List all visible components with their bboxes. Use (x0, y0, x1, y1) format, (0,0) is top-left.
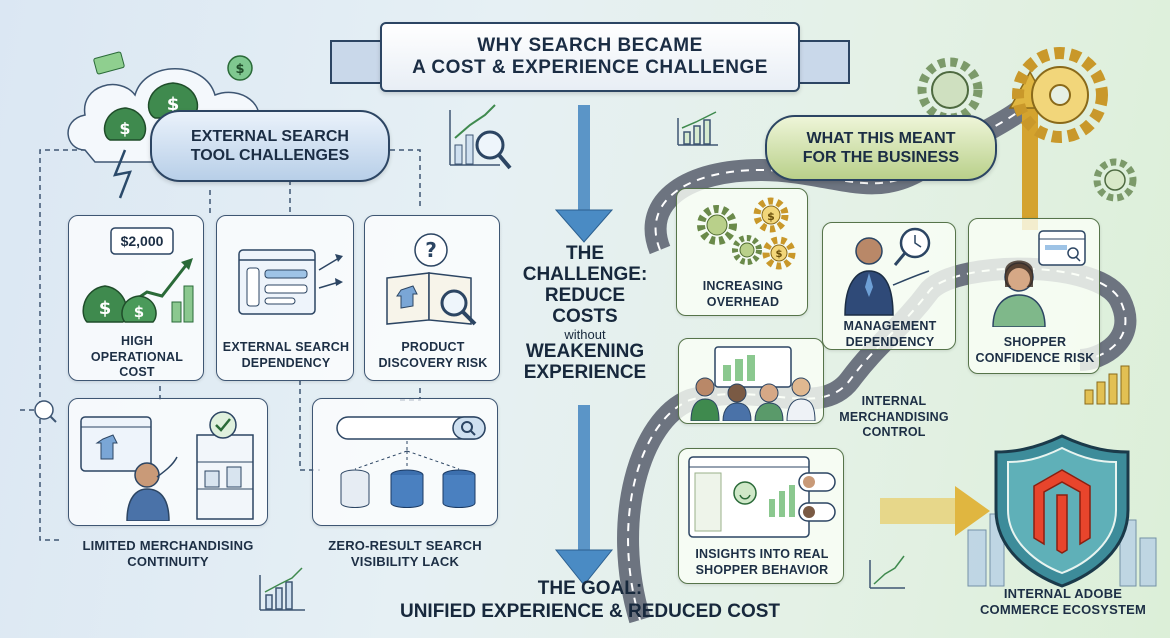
cost-chart-icon: $ $ (82, 227, 194, 323)
gear-icon (1012, 47, 1108, 143)
chart-icon (259, 567, 305, 611)
worried-shopper-illustration (992, 230, 1086, 327)
section-header-line-2: TOOL CHALLENGES (190, 147, 350, 164)
team-meeting-illustration (690, 346, 816, 421)
title-line-1: WHY SEARCH BECAME (477, 35, 703, 56)
adobe-commerce-shield-icon (967, 434, 1157, 588)
card-product-discovery-risk: ? PRODUCT DISCOVERY RISK (364, 215, 500, 381)
card-label: INCREASING OVERHEAD (702, 279, 784, 309)
price-tag: $2,000 (120, 233, 164, 249)
money-bag-icon: $ (103, 107, 147, 141)
card-zero-result-search-image (312, 398, 498, 526)
adobe-logo-icon (1033, 469, 1091, 554)
svg-text:?: ? (425, 238, 437, 262)
down-arrow-icon (554, 405, 614, 586)
card-label: HIGH OPERATIONAL COST (90, 334, 184, 380)
card-label: MANAGEMENT DEPENDENCY (843, 319, 937, 349)
card-increasing-overhead: $ $ INCREASING OVERHEAD (676, 188, 808, 316)
search-database-illustration (336, 416, 486, 508)
card-shopper-insights: INSIGHTS INTO REAL SHOPPER BEHAVIOR (678, 448, 844, 584)
svg-text:$: $ (776, 249, 783, 260)
search-icon (34, 400, 54, 420)
label-limited-merchandising: LIMITED MERCHANDISING CONTINUITY (82, 538, 254, 570)
svg-text:$: $ (235, 62, 244, 77)
manager-clock-illustration (844, 227, 931, 316)
card-team-illustration (678, 338, 824, 424)
section-header-business-impact: WHAT THIS MEANT FOR THE BUSINESS (765, 115, 997, 181)
analytics-dashboard-illustration (688, 456, 836, 538)
card-external-search-dependency: EXTERNAL SEARCH DEPENDENCY (216, 215, 354, 381)
gears-cost-icon: $ $ (697, 197, 796, 270)
right-arrow-icon (880, 486, 990, 536)
open-book-icon: ? (386, 233, 477, 326)
chart-icon (677, 111, 718, 146)
page-title: WHY SEARCH BECAME A COST & EXPERIENCE CH… (380, 22, 800, 92)
title-line-2: A COST & EXPERIENCE CHALLENGE (412, 57, 768, 78)
svg-text:$: $ (119, 119, 130, 138)
section-header-external-search: EXTERNAL SEARCH TOOL CHALLENGES (150, 110, 390, 182)
chart-icon (869, 555, 905, 589)
bar-chart-icon (1084, 365, 1130, 405)
card-label: EXTERNAL SEARCH DEPENDENCY (222, 340, 350, 370)
svg-text:$: $ (167, 94, 180, 115)
section-header-line-1: WHAT THIS MEANT (806, 129, 956, 147)
frustrated-shopper-illustration (80, 411, 254, 521)
card-label: SHOPPER CONFIDENCE RISK (975, 335, 1095, 365)
down-arrow-icon (554, 105, 614, 243)
challenge-connector: without (564, 326, 606, 342)
card-management-dependency: MANAGEMENT DEPENDENCY (822, 222, 956, 350)
card-limited-merchandising-image (68, 398, 268, 526)
section-header-line-1: EXTERNAL SEARCH (191, 127, 349, 145)
svg-text:$: $ (767, 210, 775, 223)
svg-text:$: $ (99, 298, 112, 319)
browser-window-icon (238, 249, 343, 315)
card-shopper-confidence-risk: SHOPPER CONFIDENCE RISK (968, 218, 1100, 374)
label-adobe-commerce-ecosystem: INTERNAL ADOBE COMMERCE ECOSYSTEM (979, 586, 1147, 618)
ribbon-tail-right (790, 40, 850, 84)
label-internal-merchandising: INTERNAL MERCHANDISING CONTROL (839, 394, 949, 440)
search-analytics-icon (449, 104, 512, 170)
card-high-operational-cost: $ $ $2,000 HIGH OPERATIONAL COST (68, 215, 204, 381)
card-label: PRODUCT DISCOVERY RISK (378, 340, 488, 370)
goal-statement: THE GOAL: UNIFIED EXPERIENCE & REDUCED C… (399, 578, 781, 622)
section-header-line-2: FOR THE BUSINESS (802, 149, 960, 166)
svg-text:$: $ (134, 303, 144, 321)
gear-icon (1093, 158, 1137, 202)
label-zero-result-search: ZERO-RESULT SEARCH VISIBILITY LACK (328, 538, 482, 570)
gear-icon (917, 57, 983, 123)
challenge-statement: THE CHALLENGE: REDUCE COSTS without WEAK… (510, 243, 660, 384)
card-label: INSIGHTS INTO REAL SHOPPER BEHAVIOR (695, 547, 829, 577)
